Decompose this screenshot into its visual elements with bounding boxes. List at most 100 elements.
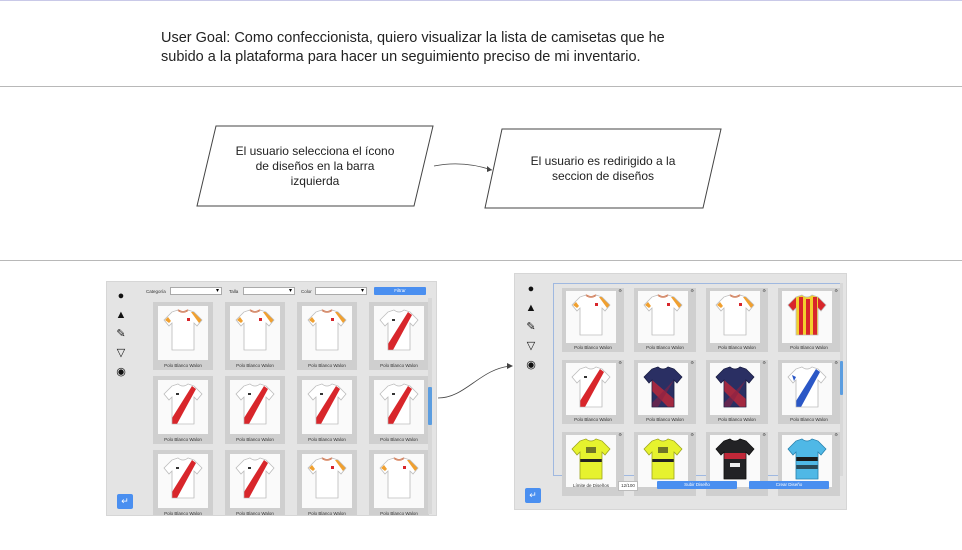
logout-button[interactable]: ↵ xyxy=(117,494,133,509)
design-card-label: Polo Blanco Walon xyxy=(308,437,346,442)
user-icon[interactable]: ● xyxy=(117,290,125,302)
card-actions-icon[interactable]: ⚙ xyxy=(834,432,838,437)
scrollbar-thumb[interactable] xyxy=(840,361,843,395)
filter-button[interactable]: Filtrar xyxy=(374,287,426,295)
card-actions-icon[interactable]: ⚙ xyxy=(618,288,622,293)
sidebar: ● ▲ ✎ ▽ ◉ ↵ xyxy=(515,274,548,509)
design-card[interactable]: ⚙Polo Blanco Walon xyxy=(634,288,696,352)
card-actions-icon[interactable]: ⚙ xyxy=(834,360,838,365)
jersey-image xyxy=(638,291,688,343)
filter-categoria-label: Categoría xyxy=(146,289,166,294)
design-card-label: Polo Blanco Walon xyxy=(164,437,202,442)
filter-talla-select[interactable]: ▾ xyxy=(243,287,295,295)
card-actions-icon[interactable]: ⚙ xyxy=(762,360,766,365)
card-actions-icon[interactable]: ⚙ xyxy=(618,360,622,365)
grid-scrollbar[interactable] xyxy=(840,283,843,476)
card-actions-icon[interactable]: ⚙ xyxy=(690,432,694,437)
design-card[interactable]: ⚙ Polo Blanco Walon xyxy=(778,360,840,424)
jersey-image xyxy=(302,380,352,434)
design-card-label: Polo Blanco Walon xyxy=(790,345,828,350)
design-card[interactable]: Polo Blanco Walon xyxy=(225,376,285,444)
upload-design-button[interactable]: Subir Diseño xyxy=(657,481,737,489)
design-card[interactable]: ⚙ Polo Blanco Walon xyxy=(706,360,768,424)
filter-color-select[interactable]: ▾ xyxy=(315,287,367,295)
design-card[interactable]: Polo Blanco Walon xyxy=(153,450,213,516)
jersey-image xyxy=(566,435,616,487)
top-border xyxy=(0,0,962,1)
jersey-image xyxy=(230,454,280,508)
design-card[interactable]: ⚙Polo Blanco Walon xyxy=(706,288,768,352)
flow-step-1-text: El usuario selecciona el ícono de diseño… xyxy=(235,143,395,188)
design-card[interactable]: ⚙ xyxy=(562,432,624,496)
filter-talla-label: Talla xyxy=(229,289,239,294)
design-card[interactable]: Polo Blanco Walon xyxy=(153,376,213,444)
jersey-image xyxy=(230,380,280,434)
shirt-icon[interactable]: ▲ xyxy=(525,302,537,314)
jersey-image xyxy=(710,435,760,487)
limit-value: 12/100 xyxy=(618,481,638,491)
palette-icon[interactable]: ◉ xyxy=(526,359,536,371)
jersey-image xyxy=(710,291,760,343)
jersey-image xyxy=(638,435,688,487)
shirt-icon[interactable]: ▲ xyxy=(115,309,127,321)
jersey-image xyxy=(158,454,208,508)
limit-label: Límite de Diseños xyxy=(573,483,610,488)
card-actions-icon[interactable]: ⚙ xyxy=(690,288,694,293)
user-icon[interactable]: ● xyxy=(527,283,535,295)
jersey-image xyxy=(158,380,208,434)
logout-button[interactable]: ↵ xyxy=(525,488,541,503)
jersey-image xyxy=(230,306,280,360)
design-card-label: Polo Blanco Walon xyxy=(574,345,612,350)
design-card[interactable]: Polo Blanco Walon xyxy=(369,376,429,444)
card-actions-icon[interactable]: ⚙ xyxy=(762,432,766,437)
design-grid: ⚙ Polo Blanco Walon ⚙ Polo Blanco Walon ⚙ Pol… xyxy=(553,283,842,496)
user-goal-line-1: User Goal: Como confeccionista, quiero v… xyxy=(161,30,665,46)
parallelogram-shape xyxy=(196,125,434,207)
design-card-label: Polo Blanco Walon xyxy=(718,417,756,422)
user-goal-line-2: subido a la plataforma para hacer un seg… xyxy=(161,49,641,65)
jersey-image xyxy=(782,435,832,487)
filter-categoria-select[interactable]: ▾ xyxy=(170,287,222,295)
design-card[interactable]: Polo Blanco Walon xyxy=(297,302,357,370)
design-card-label: Polo Blanco Walon xyxy=(790,417,828,422)
create-design-button[interactable]: Crear Diseño xyxy=(749,481,829,489)
design-card[interactable]: ⚙ Polo Blanco Walon xyxy=(778,288,840,352)
scrollbar-thumb[interactable] xyxy=(428,387,432,425)
jersey-image xyxy=(302,306,352,360)
design-card[interactable]: ⚙Polo Blanco Walon xyxy=(634,360,696,424)
design-card[interactable]: ⚙Polo Blanco Walon xyxy=(562,360,624,424)
design-card-label: Polo Blanco Walon xyxy=(236,511,274,516)
design-card[interactable]: ⚙ xyxy=(778,432,840,496)
jersey-image xyxy=(782,363,832,415)
design-card[interactable]: Polo Blanco Walon xyxy=(297,450,357,515)
design-card[interactable]: ⚙ Polo Blanco Walon xyxy=(562,288,624,352)
right-screen-mockup: ● ▲ ✎ ▽ ◉ ↵ ⚙Polo Blanco Walon⚙Polo Blan… xyxy=(514,273,847,510)
card-actions-icon[interactable]: ⚙ xyxy=(762,288,766,293)
design-card[interactable]: ⚙ xyxy=(706,432,768,496)
design-card[interactable]: Polo Blanco Walon xyxy=(369,450,429,516)
divider-top xyxy=(0,86,962,87)
divider-bottom xyxy=(0,260,962,261)
design-icon[interactable]: ✎ xyxy=(116,328,126,340)
design-icon[interactable]: ✎ xyxy=(526,321,536,333)
jersey-image xyxy=(638,363,688,415)
card-actions-icon[interactable]: ⚙ xyxy=(618,432,622,437)
card-actions-icon[interactable]: ⚙ xyxy=(834,288,838,293)
flow-arrow-2 xyxy=(437,363,513,399)
flow-step-2-text: El usuario es redirigido a la seccion de… xyxy=(530,153,676,183)
design-card[interactable]: Polo Blanco Walon xyxy=(225,450,285,516)
design-card-label: Polo Blanco Walon xyxy=(380,511,418,516)
design-card[interactable]: Polo Blanco Walon xyxy=(369,302,429,370)
design-card-label: Polo Blanco Walon xyxy=(164,511,202,516)
design-card[interactable]: Polo Blanco Walon xyxy=(297,376,357,444)
design-card[interactable]: Polo Blanco Walon xyxy=(153,302,213,370)
jersey-image xyxy=(374,306,424,360)
card-actions-icon[interactable]: ⚙ xyxy=(690,360,694,365)
design-card[interactable]: Polo Blanco Walon xyxy=(225,302,285,370)
jersey-image xyxy=(374,454,424,508)
grid-scrollbar[interactable] xyxy=(428,298,432,514)
cart-icon[interactable]: ▽ xyxy=(526,340,536,352)
palette-icon[interactable]: ◉ xyxy=(116,366,126,378)
cart-icon[interactable]: ▽ xyxy=(116,347,126,359)
